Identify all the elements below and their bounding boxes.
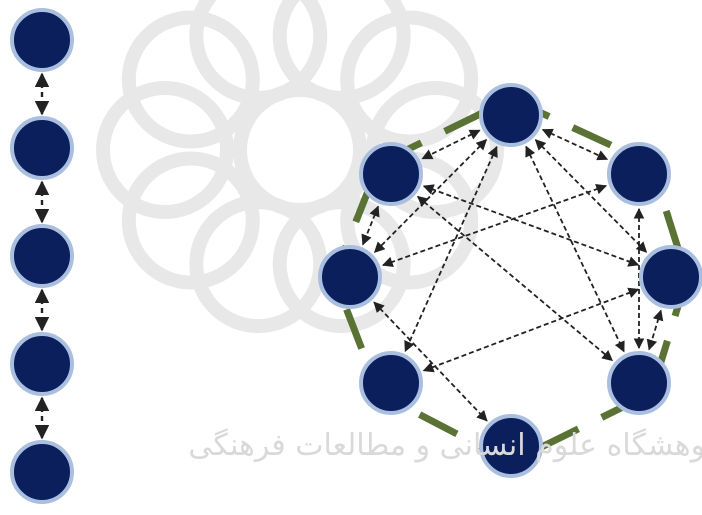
chain-node xyxy=(12,442,72,502)
chain-node xyxy=(12,118,72,178)
ring-link xyxy=(649,311,661,350)
chain-node xyxy=(12,334,72,394)
ring-node xyxy=(481,85,541,145)
ring-link xyxy=(424,289,639,370)
ring-node xyxy=(481,416,541,476)
ring-node xyxy=(609,144,669,204)
ring-link xyxy=(543,130,607,160)
ring-link xyxy=(383,186,606,265)
chain-node xyxy=(12,226,72,286)
chain-node xyxy=(12,10,72,70)
ring-node xyxy=(609,353,669,413)
rosette-icon xyxy=(103,0,497,326)
ring-node xyxy=(320,247,380,307)
ring-node xyxy=(361,144,421,204)
ring-node xyxy=(361,353,421,413)
ring-node xyxy=(641,247,701,307)
